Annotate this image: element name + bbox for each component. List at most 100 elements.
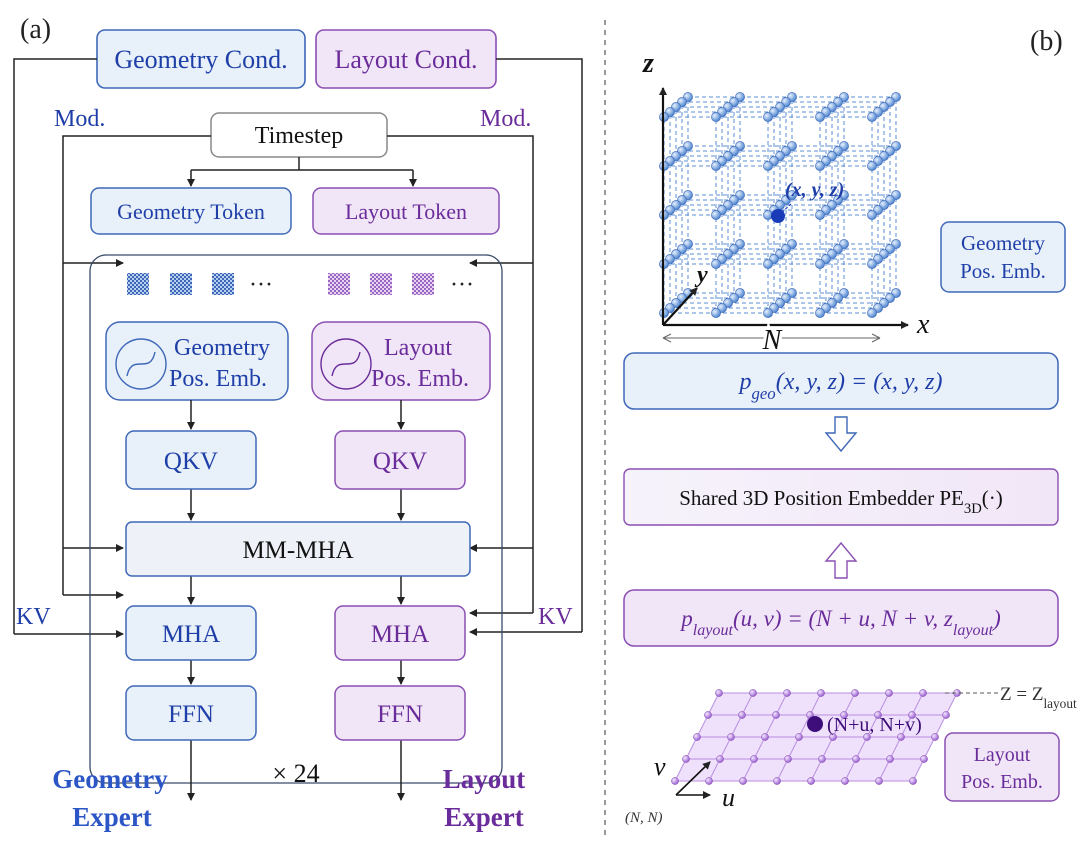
layout-node	[739, 777, 747, 785]
layout-pos-emb-b-line2: Pos. Emb.	[961, 771, 1043, 793]
layout-token-ellipsis: ···	[450, 272, 474, 298]
mha-geometry-label: MHA	[162, 621, 220, 648]
cube-node	[763, 259, 773, 269]
layout-token-square	[328, 273, 350, 295]
layout-node	[671, 777, 679, 785]
sine-wave-icon	[115, 338, 167, 390]
layout-grid-edge	[911, 692, 924, 716]
layout-node	[908, 711, 916, 719]
cube-node	[711, 210, 721, 220]
layout-node	[919, 689, 927, 697]
layout-grid-edge	[878, 758, 891, 782]
layout-grid-edge	[912, 758, 925, 782]
layout-node	[738, 711, 746, 719]
layout-grid-edge	[923, 736, 936, 760]
point-uv-label: (N+u, N+v)	[827, 714, 922, 736]
point-xyz-label: (x, y, z)	[785, 179, 844, 201]
layout-grid-edge	[696, 714, 709, 738]
layout-node	[885, 689, 893, 697]
timestep-label: Timestep	[255, 123, 343, 149]
layout-grid-edge	[764, 714, 777, 738]
layout-node	[715, 689, 723, 697]
p-layout-box: playout(u, v) = (N + u, N + v, zlayout)	[623, 589, 1059, 647]
layout-token-square	[412, 273, 434, 295]
layout-grid	[671, 689, 961, 785]
layout-node	[920, 755, 928, 763]
geometry-pos-emb-line2: Pos. Emb.	[169, 366, 267, 392]
layout-grid-edge	[776, 758, 789, 782]
cube-node	[867, 210, 877, 220]
layout-grid-edge	[866, 714, 879, 738]
layout-grid-edge	[730, 714, 743, 738]
geometry-expert-line1: Geometry	[52, 764, 168, 794]
layout-node	[783, 689, 791, 697]
cube-node	[867, 308, 877, 318]
layout-node	[795, 733, 803, 741]
layout-node	[727, 733, 735, 741]
cube-node	[815, 308, 825, 318]
layout-node	[875, 777, 883, 785]
layout-grid-edge	[775, 692, 788, 716]
layout-pos-emb-box: Layout Pos. Emb.	[311, 321, 491, 401]
layout-cond-line	[469, 58, 583, 636]
cube-node	[763, 112, 773, 122]
qkv-layout-label: QKV	[373, 448, 427, 475]
p-geo-formula: pgeo(x, y, z) = (x, y, z)	[737, 369, 942, 403]
layout-node	[716, 755, 724, 763]
layout-grid-edge	[934, 714, 947, 738]
layout-grid-edge	[945, 692, 958, 716]
qkv-geometry-box: QKV	[125, 430, 257, 490]
layout-grid-edge	[753, 736, 766, 760]
kv-left-label: KV	[16, 604, 51, 630]
panel-b-label: (b)	[1030, 26, 1063, 57]
axis-x-label: x	[916, 309, 930, 340]
geometry-token-box: Geometry Token	[90, 187, 292, 235]
layout-grid-edge	[844, 758, 857, 782]
layout-cond-box: Layout Cond.	[315, 29, 497, 89]
layout-node	[705, 777, 713, 785]
layout-grid-edge	[798, 714, 811, 738]
cube-node	[711, 112, 721, 122]
geometry-expert-line2: Expert	[72, 802, 151, 832]
sine-wave-icon	[320, 338, 372, 390]
flow-arrows	[187, 400, 405, 801]
layout-grid-edge	[674, 758, 687, 782]
layout-node	[784, 755, 792, 763]
p-layout-formula: playout(u, v) = (N + u, N + v, zlayout)	[679, 606, 1001, 639]
layout-token-label: Layout Token	[345, 199, 467, 224]
qkv-layout-box: QKV	[334, 430, 466, 490]
geometry-token-square	[212, 273, 234, 295]
ffn-geometry-label: FFN	[168, 701, 214, 728]
layout-node	[750, 755, 758, 763]
mha-layout-label: MHA	[371, 621, 429, 648]
geometry-token-square	[127, 273, 149, 295]
layout-grid-edge	[719, 736, 732, 760]
layout-token-square	[370, 273, 392, 295]
origin-label: (N, N)	[625, 810, 663, 826]
mm-mha-label: MM-MHA	[242, 537, 353, 564]
layout-grid-edge	[832, 714, 845, 738]
layout-grid-edge	[900, 714, 913, 738]
layout-token-box: Layout Token	[312, 187, 500, 235]
cube-node	[815, 259, 825, 269]
geometry-pos-emb-box-b: Geometry Pos. Emb.	[940, 221, 1066, 293]
ffn-layout-label: FFN	[377, 701, 423, 728]
cube-axes	[659, 87, 909, 329]
highlight-point-uv	[807, 716, 823, 732]
layout-node	[818, 755, 826, 763]
layout-node	[704, 711, 712, 719]
kv-right-label: KV	[538, 604, 573, 630]
panel-a-label: (a)	[20, 14, 51, 45]
shared-embedder-label: Shared 3D Position Embedder PE3D(·)	[679, 486, 1003, 517]
layout-node	[874, 711, 882, 719]
z-layout-label: Z = Zlayout	[1000, 684, 1077, 711]
layout-node	[761, 733, 769, 741]
geometry-pos-emb-b-line2: Pos. Emb.	[960, 259, 1046, 283]
cube-node	[867, 259, 877, 269]
layout-grid-edge	[855, 736, 868, 760]
layout-pos-emb-b-line1: Layout	[974, 744, 1031, 766]
p-geo-box: pgeo(x, y, z) = (x, y, z)	[623, 352, 1059, 410]
geometry-token-ellipsis: ···	[249, 272, 273, 298]
geometry-token-square	[170, 273, 192, 295]
